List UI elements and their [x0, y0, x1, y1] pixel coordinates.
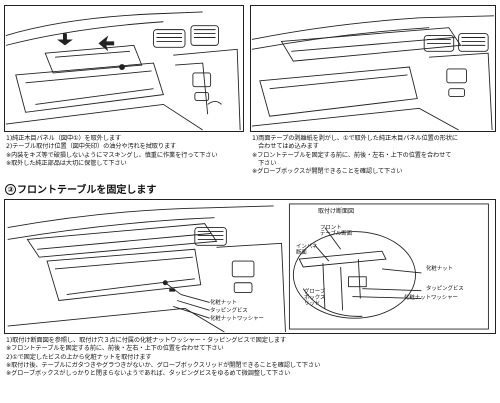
note-line: ※グローブボックスがしっかりと閉まらないようであれば、タッピングビスをゆるめて微…	[6, 370, 291, 378]
dashboard-panel-removal-drawing	[5, 11, 241, 131]
main-washer-label: 化粧ナットワッシャー	[210, 316, 264, 322]
inset-washer-label: 化粧ナットワッシャー	[404, 295, 458, 301]
step3-notes: 1)取付け断面図を参照し、取付け穴３点に付属の化粧ナットワッシャー・タッピングビ…	[6, 337, 320, 378]
front-table-fitting-drawing	[251, 15, 495, 131]
inset-tapping-screw-label: タッピングビス	[426, 286, 464, 292]
note-line: ※内装をキズ等で破損しないようにマスキングし、慎重に作業を行って下さい	[6, 151, 218, 159]
note-line: 1)純正木目パネル（図中①）を取外します	[6, 135, 122, 142]
step2-left-notes: 1)純正木目パネル（図中①）を取外します 2)テーブル取付け位置（図中矢印）の油…	[6, 135, 218, 168]
step2-right-illustration	[250, 5, 496, 132]
note-line: 2)①で固定したビスの上から化粧ナットを取付けます	[6, 353, 152, 361]
note-line: 2)テーブル取付け位置（図中矢印）の油分や汚れを拭取ります	[6, 143, 177, 151]
front-table-fixing-drawing	[7, 203, 489, 333]
inset-title: 取付け断面図	[318, 208, 355, 215]
step2-left-illustration	[4, 5, 244, 132]
main-nut-label: 化粧ナット	[210, 300, 237, 306]
note-line: ※取付け後、テーブルにガタつきやグラつきがないか、グローブボックスリッドが開閉で…	[6, 361, 321, 369]
step-number: ③	[5, 184, 16, 195]
step-title: フロントテーブルを固定します	[17, 185, 157, 196]
instrument-panel-section-label: インパネ 断面	[296, 244, 318, 256]
note-line: 1)取付け断面図を参照し、取付け穴３点に付属の化粧ナットワッシャー・タッピングビ…	[6, 337, 287, 344]
note-line: 1)両面テープの剥離紙を剥がし、①で取外した純正木目パネル位置の形状に	[252, 135, 459, 142]
glove-box-lid-label: グローブ ボックス リッド	[304, 289, 326, 307]
note-line: ※取外した純正部品は大切に保管して下さい	[6, 159, 127, 167]
note-line: 合わせてはめ込みます	[252, 143, 319, 151]
front-table-section-label: フロント テーブル断面	[320, 225, 353, 237]
note-line: ※グローブボックスが開閉できることを確認して下さい	[252, 168, 403, 176]
step2-right-notes: 1)両面テープの剥離紙を剥がし、①で取外した純正木目パネル位置の形状に 合わせて…	[252, 135, 458, 176]
inset-flange-nut-label: 化粧ナット	[426, 266, 453, 272]
main-screw-label: タッピングビス	[210, 308, 248, 314]
note-line: 下さい	[252, 159, 277, 167]
note-line: ※フロントテーブルを固定する前に、前後・左右・上下の位置を合わせて下さい	[6, 345, 224, 353]
note-line: ※フロントテーブルを固定する前に、前後・左右・上下の位置を合わせて	[252, 151, 452, 159]
step3-illustration	[4, 199, 496, 334]
